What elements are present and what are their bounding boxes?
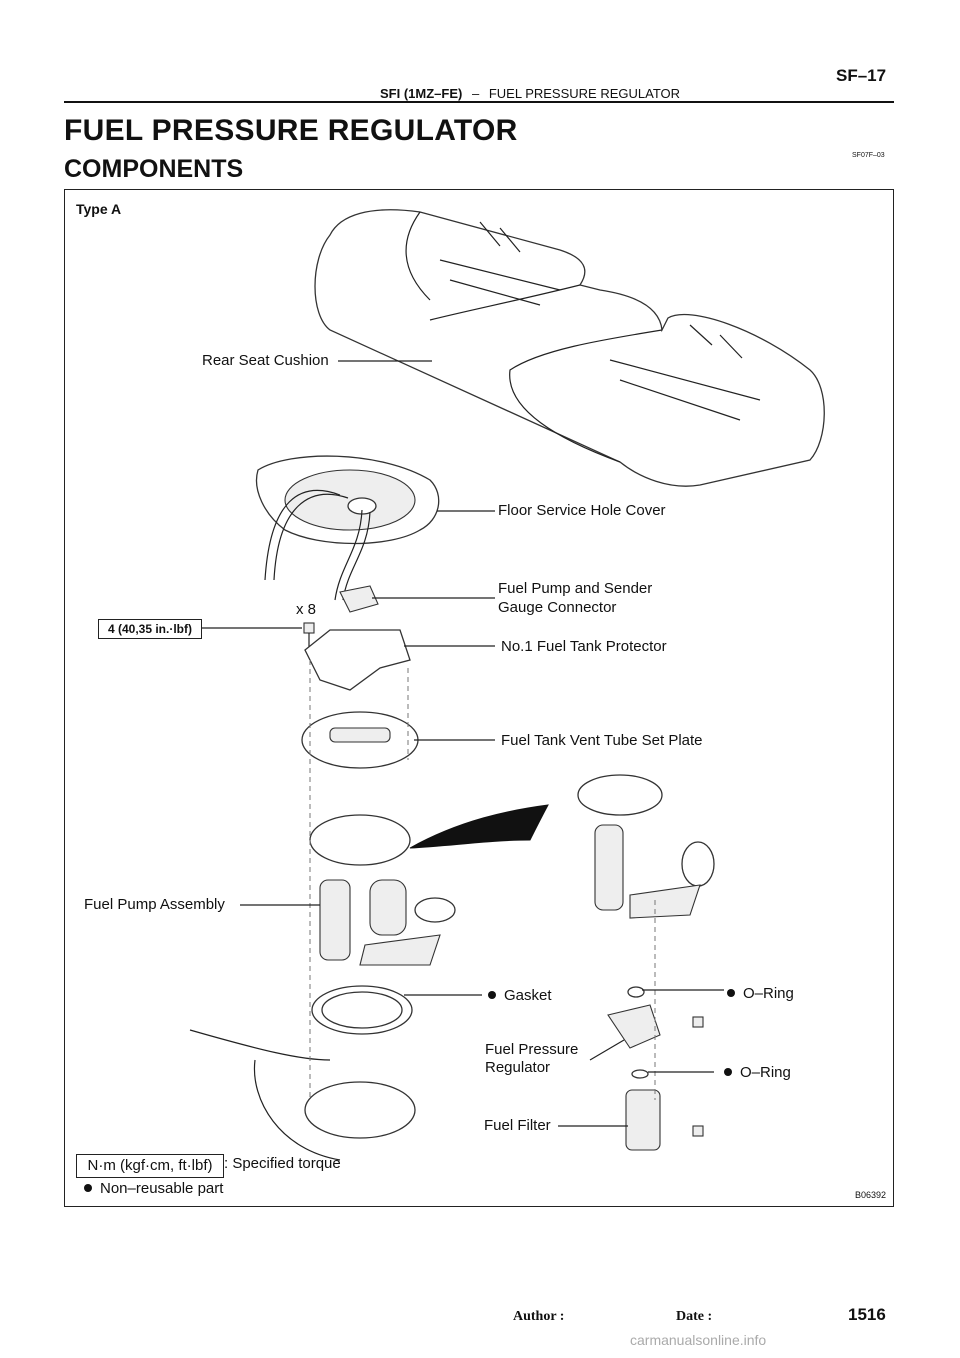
section-subtitle: COMPONENTS	[64, 155, 244, 183]
label-fuel-tank-protector: No.1 Fuel Tank Protector	[501, 638, 667, 655]
footer-page-number: 1516	[848, 1305, 886, 1324]
vent-tube-set-plate-drawing	[301, 711, 419, 769]
header-topic: FUEL PRESSURE REGULATOR	[488, 86, 681, 101]
figure-frame	[64, 189, 894, 1207]
fuel-filter-drawing	[625, 1089, 661, 1151]
nonreusable-bullet-icon	[727, 989, 735, 998]
watermark: carmanualsonline.info	[630, 1332, 767, 1348]
o-ring-bottom-drawing	[631, 1069, 649, 1079]
label-fuel-pressure-regulator-line1: Fuel Pressure	[485, 1041, 579, 1058]
running-header: SFI (1MZ–FE) – FUEL PRESSURE REGULATOR	[380, 86, 680, 101]
nonreusable-bullet-icon	[488, 991, 496, 1000]
label-quantity: x 8	[296, 601, 317, 618]
page-code: SF–17	[836, 66, 887, 85]
nonreusable-bullet-icon	[724, 1068, 732, 1077]
label-fuel-pump-sender-line2: Gauge Connector	[498, 599, 617, 616]
fuel-pump-assembly-side-drawing	[577, 774, 715, 919]
type-label: Type A	[76, 201, 122, 217]
label-vent-tube-set-plate: Fuel Tank Vent Tube Set Plate	[501, 732, 703, 749]
o-ring-top-drawing	[627, 986, 645, 998]
label-rear-seat-cushion: Rear Seat Cushion	[202, 352, 329, 369]
legend-nonreusable: Non–reusable part	[84, 1180, 223, 1197]
header-rule	[64, 101, 894, 103]
tank-opening-drawing	[304, 1081, 416, 1139]
view-arrow	[409, 804, 549, 849]
torque-spec-box: 4 (40,35 in.·lbf)	[98, 619, 202, 639]
fuel-tank-protector-drawing	[304, 629, 411, 691]
footer-date-label: Date :	[676, 1309, 713, 1324]
footer-author-label: Author :	[513, 1309, 565, 1324]
figure-code: B06392	[855, 1190, 887, 1200]
floor-service-hole-cover-drawing	[256, 455, 440, 601]
connector-drawing	[339, 585, 379, 613]
label-fuel-pump-assembly: Fuel Pump Assembly	[84, 896, 225, 913]
doc-code: SF07F–03	[852, 152, 885, 159]
header-separator: –	[471, 86, 480, 101]
header-section: SFI (1MZ–FE)	[380, 86, 463, 101]
nonreusable-bullet-icon	[84, 1184, 92, 1193]
label-o-ring-bottom: O–Ring	[724, 1064, 791, 1081]
fuel-pump-assembly-drawing	[309, 814, 456, 966]
fuel-pressure-regulator-drawing	[607, 1004, 661, 1049]
rear-seat-cushion-drawing	[314, 209, 825, 487]
bolt-drawing	[303, 622, 315, 648]
label-o-ring-top: O–Ring	[727, 985, 794, 1002]
label-gasket: Gasket	[488, 987, 552, 1004]
label-fuel-pressure-regulator-line2: Regulator	[485, 1059, 551, 1076]
label-fuel-filter: Fuel Filter	[484, 1117, 551, 1134]
legend-torque-desc: : Specified torque	[224, 1155, 341, 1172]
page-title: FUEL PRESSURE REGULATOR	[64, 114, 518, 147]
label-fuel-pump-sender-line1: Fuel Pump and Sender	[498, 580, 653, 597]
label-floor-service-hole-cover: Floor Service Hole Cover	[498, 502, 666, 519]
legend-torque-unit: N·m (kgf·cm, ft·lbf)	[76, 1154, 224, 1178]
